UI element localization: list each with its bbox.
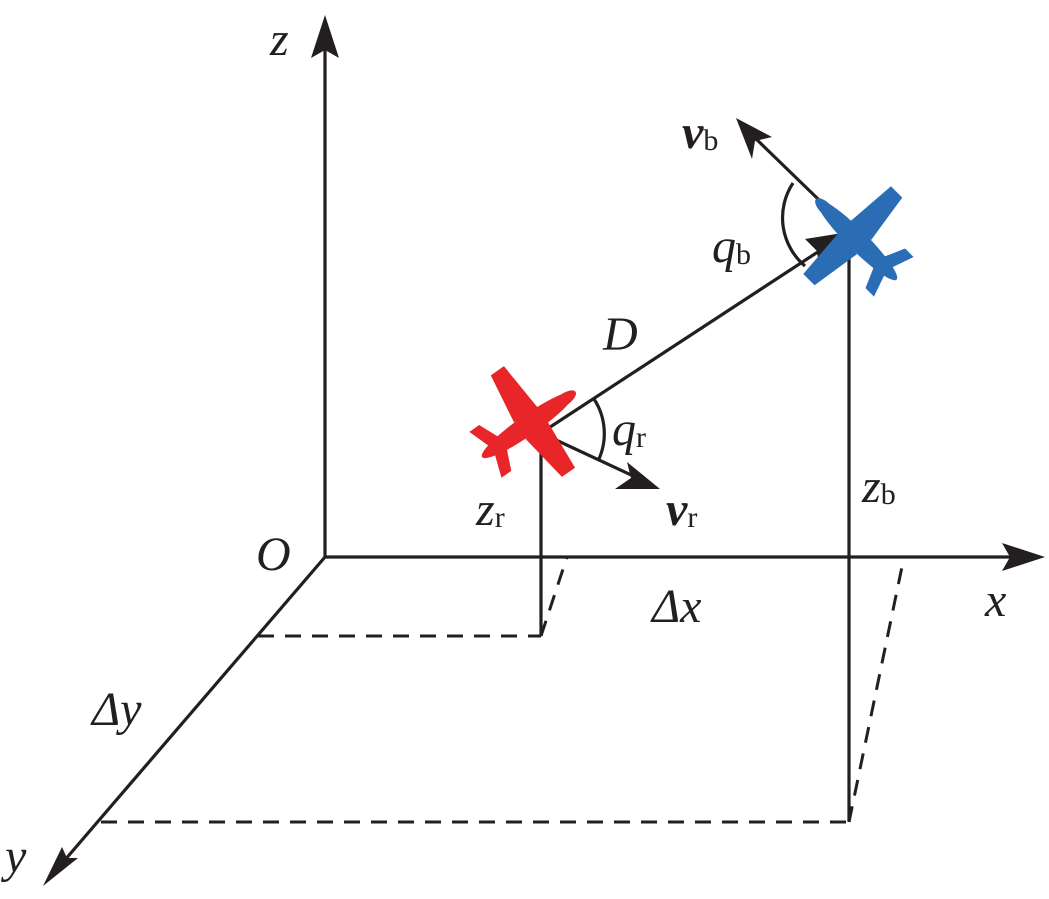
vb-label-main: v (682, 106, 704, 159)
blue-aircraft-icon (803, 186, 914, 297)
z-axis (311, 15, 339, 557)
x-axis-label: x (984, 574, 1006, 627)
zr-label-main: z (475, 483, 495, 536)
delta-x-label: Δx (650, 580, 701, 633)
red-aircraft-icon (469, 366, 577, 478)
zb-label-main: z (861, 460, 881, 513)
zr-label-sub: r (495, 501, 505, 534)
zr-label: zr (475, 483, 505, 536)
distance-d-label: D (602, 308, 638, 361)
y-axis (43, 555, 327, 886)
qb-label-sub: b (736, 238, 751, 271)
vb-label-sub: b (703, 124, 718, 157)
qr-label: qr (612, 403, 646, 456)
vr-label-main: v (666, 483, 688, 536)
x-axis (325, 543, 1045, 571)
qb-angle-arc (780, 182, 807, 268)
delta-y-label: Δy (90, 683, 142, 736)
qb-label: qb (712, 220, 751, 273)
z-axis-label: z (269, 13, 289, 66)
qr-label-main: q (612, 403, 636, 456)
qr-label-sub: r (636, 421, 646, 454)
vr-label: vr (666, 483, 697, 536)
qr-angle-arc (592, 398, 606, 462)
qb-label-main: q (712, 220, 736, 273)
vb-label: vb (682, 106, 718, 159)
vr-label-sub: r (687, 501, 697, 534)
zb-label: zb (861, 460, 896, 513)
red-projection-dash-s (539, 556, 569, 637)
zb-label-sub: b (881, 478, 896, 511)
y-axis-label: y (0, 830, 27, 883)
blue-projection-dash-s (847, 556, 906, 823)
origin-label: O (256, 528, 291, 581)
